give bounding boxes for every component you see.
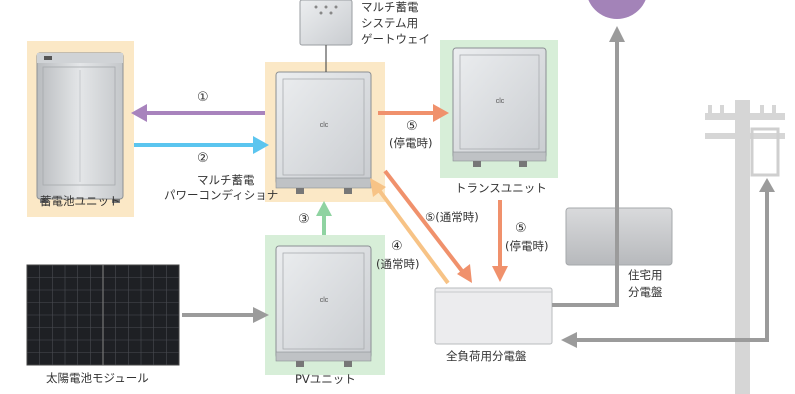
- gateway-label-line2: システム用: [361, 16, 419, 30]
- purple-circle-icon: [588, 0, 646, 19]
- solar-module-label: 太陽電池モジュール: [46, 371, 149, 385]
- arrow-grid-to-board: [561, 190, 769, 348]
- utility-pole-icon: [705, 100, 785, 394]
- flow-5a-number: ⑤: [406, 119, 418, 134]
- flow-1-label: ①: [197, 90, 209, 105]
- full-load-panel-label: 全負荷用分電盤: [446, 349, 527, 363]
- full-load-distribution-board-image: [434, 287, 553, 345]
- pcs-label-line1: マルチ蓄電: [197, 173, 255, 187]
- pv-unit-logo: clc: [320, 297, 329, 304]
- flow-5a-note: (停電時): [389, 136, 433, 150]
- pcs-logo: clc: [320, 122, 329, 129]
- pv-unit-image: [275, 245, 372, 367]
- pcs-image: [275, 71, 372, 194]
- arrow-solar-to-pv: [182, 307, 269, 323]
- flow-2-label: ②: [197, 151, 209, 166]
- flow-5c-number: ⑤: [515, 221, 527, 236]
- arrow-5-normal: [383, 169, 472, 283]
- arrow-4: [370, 178, 450, 285]
- gateway-image: [299, 0, 353, 72]
- arrow-board-to-top: [552, 26, 625, 307]
- flow-4-number: ④: [391, 239, 403, 254]
- arrow-5-outage: [378, 104, 449, 122]
- flow-3-label: ③: [298, 212, 310, 227]
- trans-unit-logo: clc: [496, 98, 505, 105]
- gateway-label-line1: マルチ蓄電: [361, 0, 419, 14]
- arrow-3: [316, 201, 332, 235]
- trans-unit-image: [452, 47, 547, 167]
- flow-4-note: (通常時): [376, 257, 420, 271]
- arrow-1: [131, 104, 265, 122]
- battery-unit-image: [36, 52, 124, 203]
- pv-unit-label: PVユニット: [295, 372, 356, 386]
- trans-unit-label: トランスユニット: [455, 181, 547, 195]
- home-panel-label-line2: 分電盤: [628, 285, 663, 299]
- pcs-label-line2: パワーコンディショナ: [164, 188, 279, 202]
- solar-module-image: [26, 264, 180, 366]
- flow-5b-label: ⑤(通常時): [425, 210, 479, 224]
- arrow-grid-up: [759, 178, 775, 192]
- flow-5c-note: (停電時): [505, 239, 549, 253]
- battery-unit-label: 蓄電池ユニット: [40, 194, 121, 208]
- arrow-2: [134, 136, 269, 154]
- gateway-label-line3: ゲートウェイ: [361, 32, 430, 46]
- home-panel-label-line1: 住宅用: [628, 268, 663, 282]
- arrow-5-trans-down: [492, 200, 508, 282]
